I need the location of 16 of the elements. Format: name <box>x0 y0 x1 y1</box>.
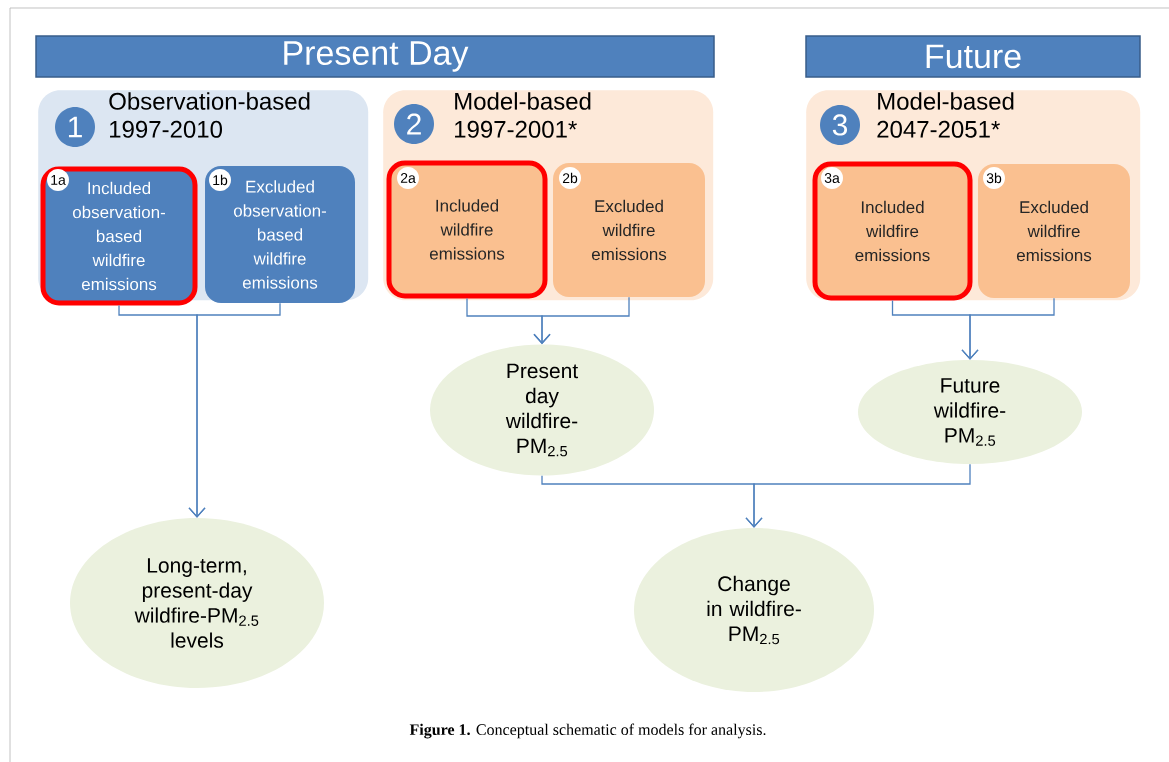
number-badge: 2a <box>397 167 419 189</box>
period-banner: Present Day <box>35 35 715 78</box>
number-badge: 2b <box>559 167 581 189</box>
number-badge: 1 <box>55 107 95 147</box>
arrow <box>533 296 630 345</box>
arrow <box>961 297 1055 360</box>
number-badge: 1a <box>47 169 69 191</box>
period-banner: Future <box>805 35 1141 78</box>
number-badge: 3b <box>983 167 1005 189</box>
arrow <box>745 463 971 528</box>
arrow <box>188 302 281 518</box>
number-badge: 2 <box>394 104 434 144</box>
figure-caption: Figure 1. Conceptual schematic of models for analysis. <box>409 723 766 739</box>
number-badge: 1b <box>209 169 231 191</box>
number-badge: 3a <box>821 167 843 189</box>
number-badge: 3 <box>820 105 860 145</box>
